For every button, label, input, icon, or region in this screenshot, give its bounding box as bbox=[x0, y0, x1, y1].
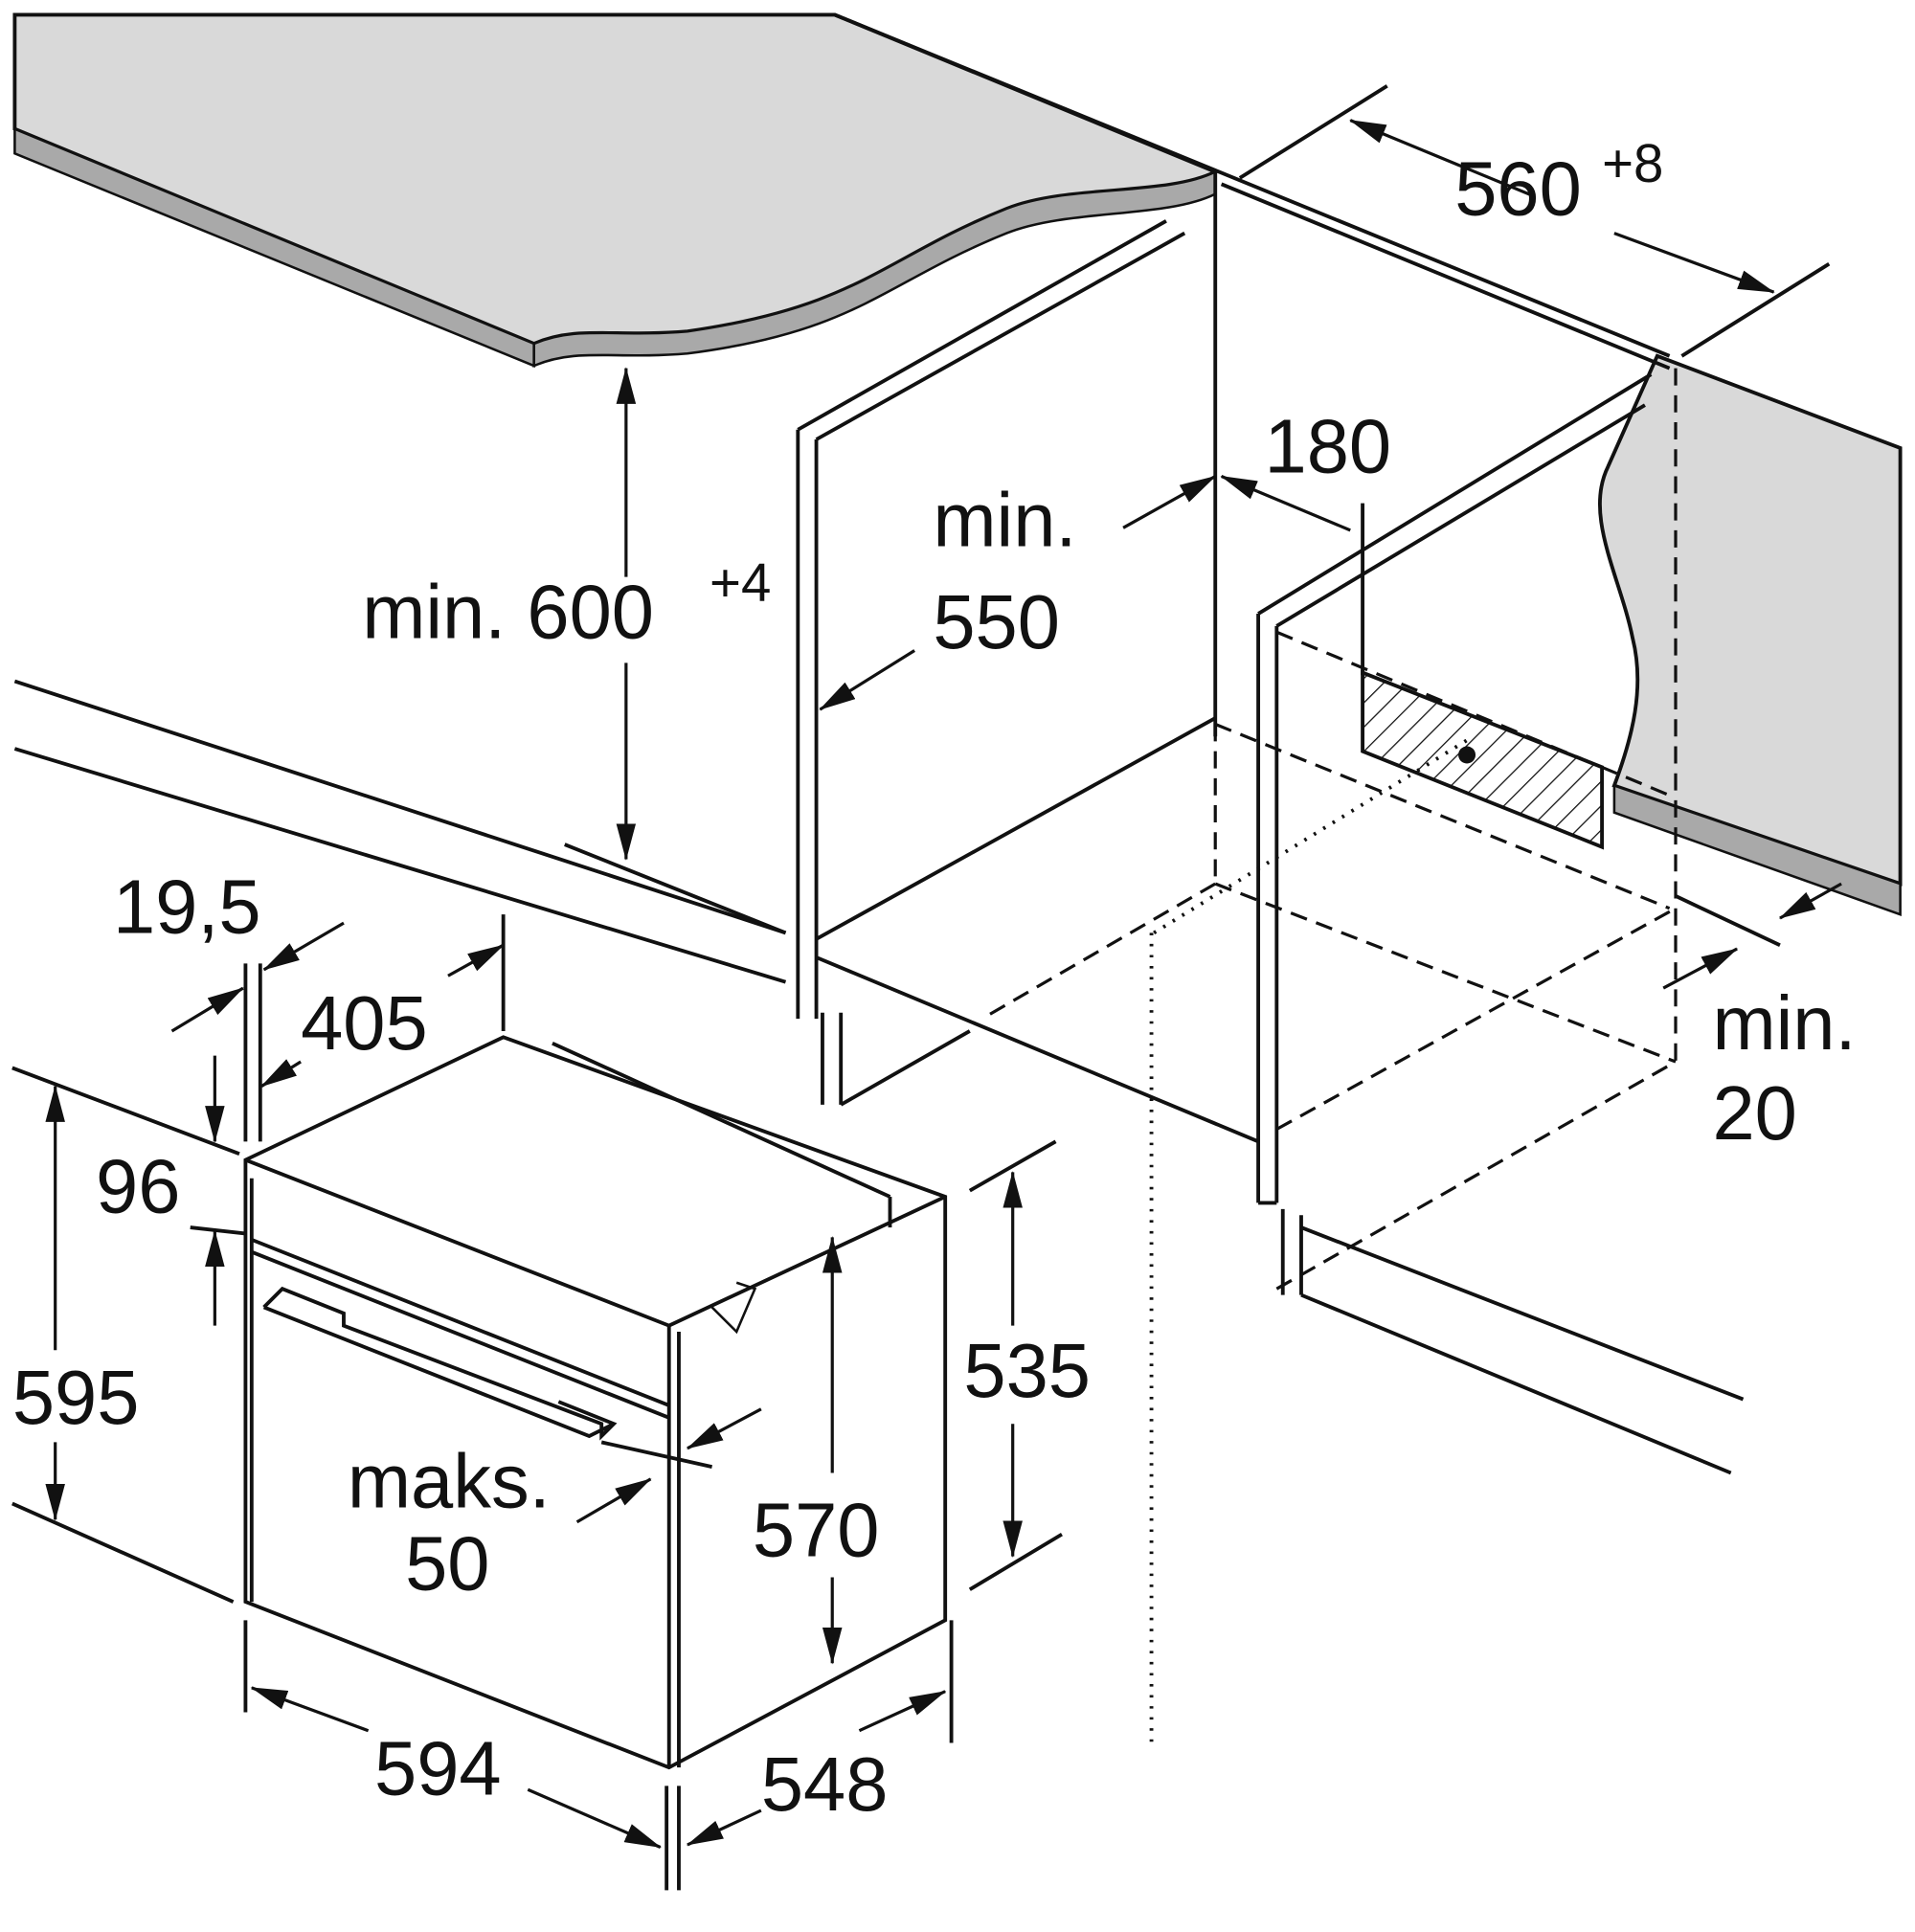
label-top-depth: 405 bbox=[301, 980, 428, 1066]
label-min-depth: 550 bbox=[933, 579, 1060, 664]
label-panel-offset: 19,5 bbox=[113, 864, 261, 949]
label-gap: 20 bbox=[1712, 1070, 1796, 1156]
label-min-height-tol: +4 bbox=[710, 552, 771, 613]
label-gap-prefix: min. bbox=[1712, 980, 1856, 1066]
label-cabinet-width: 560 bbox=[1454, 146, 1582, 231]
label-oven-height: 595 bbox=[12, 1355, 140, 1440]
label-door-max-prefix: maks. bbox=[348, 1438, 551, 1523]
label-min-height: min. 600 bbox=[362, 570, 654, 655]
oven bbox=[243, 1035, 948, 1770]
label-min-depth-prefix: min. bbox=[933, 478, 1076, 563]
label-cabinet-width-tol: +8 bbox=[1602, 133, 1663, 193]
label-oven-depth: 548 bbox=[761, 1741, 889, 1827]
vent-outlet bbox=[1361, 669, 1605, 850]
label-fascia-height: 96 bbox=[96, 1144, 180, 1229]
dimension-lines bbox=[11, 119, 1842, 1891]
label-oven-width: 594 bbox=[374, 1725, 502, 1810]
label-vent-depth: 180 bbox=[1265, 404, 1392, 489]
worktop-right bbox=[1598, 353, 1903, 916]
worktop-left bbox=[12, 12, 1220, 369]
label-recess-height: 535 bbox=[963, 1328, 1091, 1413]
label-door-max: 50 bbox=[405, 1520, 489, 1606]
label-body-height: 570 bbox=[753, 1488, 880, 1573]
cabinet-outline bbox=[13, 12, 1831, 1475]
dimension-labels: 560 +8 180 min. 550 min. 600 +4 19,5 405… bbox=[12, 133, 1857, 1827]
hidden-lines bbox=[980, 368, 1781, 1743]
